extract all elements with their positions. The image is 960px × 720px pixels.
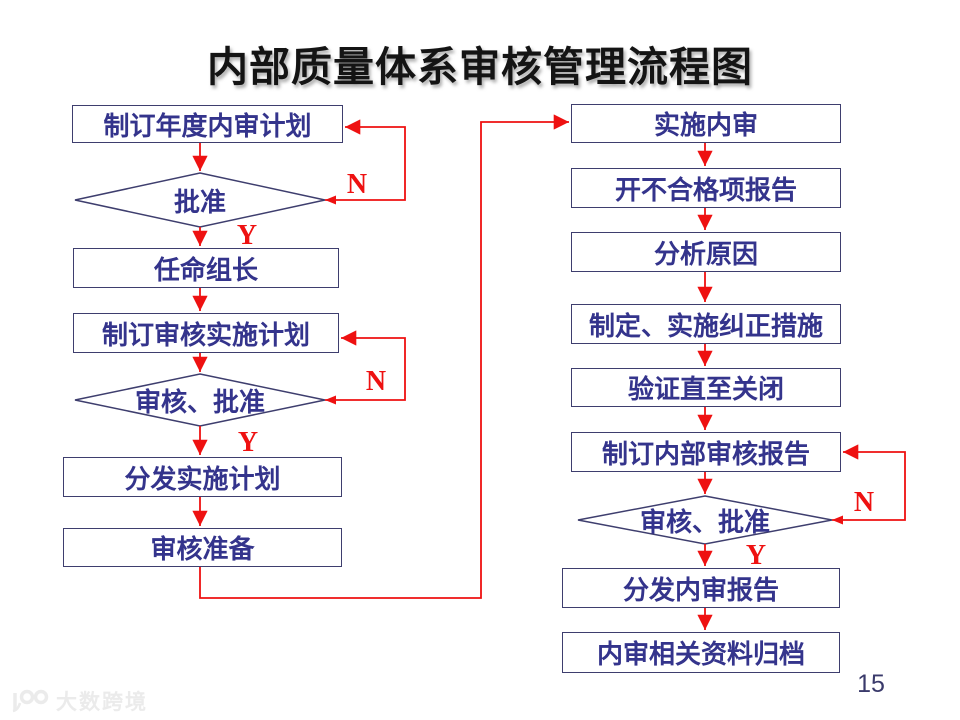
- watermark: 大数跨境: [10, 686, 148, 716]
- flow-box-plan-annual-audit: 制订年度内审计划: [72, 105, 343, 143]
- flow-box-archive-audit-records: 内审相关资料归档: [562, 632, 840, 673]
- page-title: 内部质量体系审核管理流程图: [207, 44, 753, 90]
- flow-box-plan-audit-implementation: 制订审核实施计划: [73, 313, 339, 353]
- diamond-tip-arrowheads: [325, 195, 843, 525]
- flow-box-audit-preparation: 审核准备: [63, 528, 342, 567]
- flow-box-analyze-causes: 分析原因: [571, 232, 841, 272]
- watermark-logo-icon: [10, 689, 50, 713]
- watermark-text: 大数跨境: [56, 691, 148, 714]
- flow-box-appoint-team-leader: 任命组长: [73, 248, 339, 288]
- branch-label-n2: N: [365, 366, 387, 397]
- flow-box-conduct-internal-audit: 实施内审: [571, 104, 841, 143]
- page-number: 15: [857, 670, 885, 698]
- branch-label-y3: Y: [745, 540, 767, 571]
- flow-box-issue-nonconformity-report: 开不合格项报告: [571, 168, 841, 208]
- flow-box-distribute-audit-report: 分发内审报告: [562, 568, 840, 608]
- branch-label-y1: Y: [236, 220, 258, 251]
- branch-label-y2: Y: [237, 427, 259, 458]
- decision-label-review-approve-2: 审核、批准: [639, 507, 770, 537]
- branch-label-n1: N: [346, 169, 368, 200]
- flow-box-define-implement-corrective-actions: 制定、实施纠正措施: [571, 304, 841, 344]
- branch-label-n3: N: [853, 487, 875, 518]
- decision-label-approve-1: 批准: [173, 187, 226, 217]
- flow-box-distribute-implementation-plan: 分发实施计划: [63, 457, 342, 497]
- flow-box-verify-until-closed: 验证直至关闭: [571, 368, 841, 407]
- flow-arrows: [192, 114, 906, 630]
- flow-box-draft-internal-audit-report: 制订内部审核报告: [571, 432, 841, 472]
- decision-label-review-approve-1: 审核、批准: [134, 387, 265, 417]
